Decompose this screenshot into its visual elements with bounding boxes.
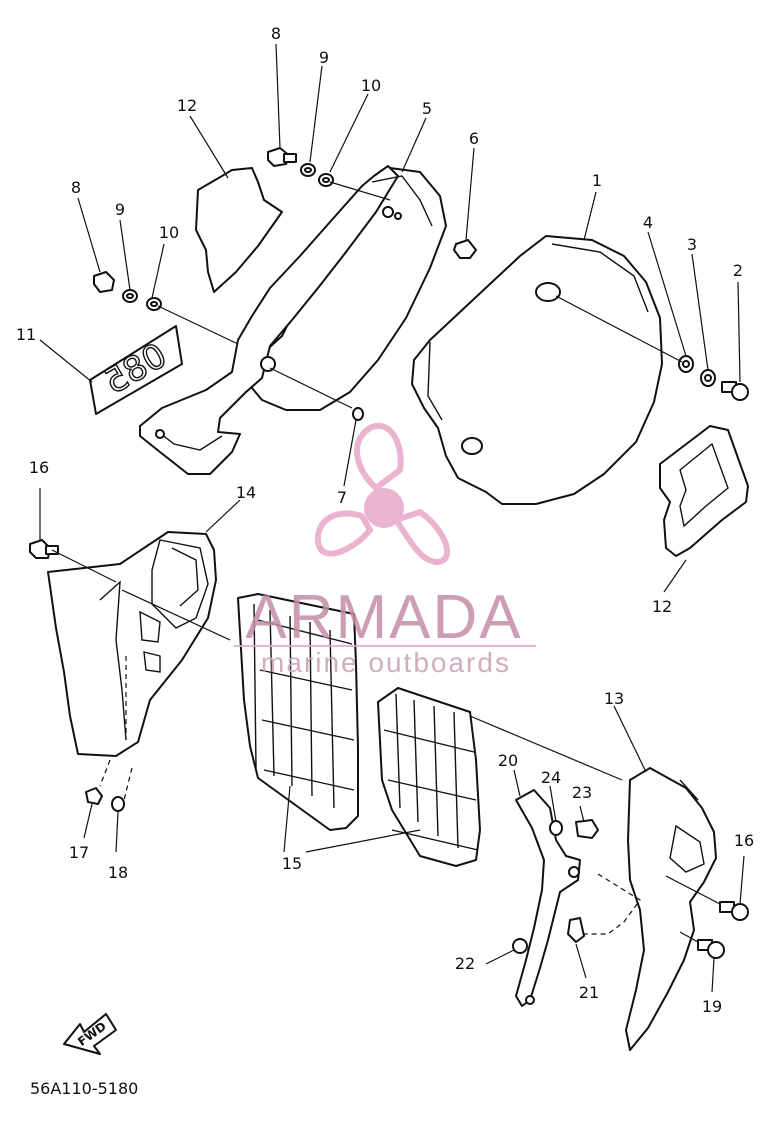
callout-10-upper: 10 — [361, 76, 381, 95]
leader-lines — [39, 43, 745, 993]
callout-6: 6 — [469, 129, 479, 148]
callout-15: 15 — [282, 854, 302, 873]
part-15-radiator-grille-b — [377, 687, 481, 867]
callout-23: 23 — [572, 783, 592, 802]
callout-9-lower: 9 — [115, 200, 125, 219]
callout-16-left: 16 — [29, 458, 49, 477]
callout-21: 21 — [579, 983, 599, 1002]
part-12-pad-upper — [195, 167, 283, 293]
callout-14: 14 — [236, 483, 256, 502]
hardware-parts — [29, 147, 749, 959]
part-15-radiator-grille-a — [237, 593, 359, 831]
callout-18: 18 — [108, 863, 128, 882]
part-13-radiator-louver-right — [625, 767, 717, 1051]
callout-5: 5 — [422, 99, 432, 118]
callout-labels: 1 2 3 4 5 6 7 8 8 9 9 10 10 11 12 12 13 … — [16, 24, 754, 1016]
callout-12-right: 12 — [652, 597, 672, 616]
callout-22: 22 — [455, 954, 475, 973]
callout-8-lower: 8 — [71, 178, 81, 197]
callout-20: 20 — [498, 751, 518, 770]
callout-3: 3 — [687, 235, 697, 254]
callout-4: 4 — [643, 213, 653, 232]
diagram-code: 56A110-5180 — [30, 1079, 138, 1098]
callout-12-upper: 12 — [177, 96, 197, 115]
callout-11: 11 — [16, 325, 36, 344]
callout-16-right: 16 — [734, 831, 754, 850]
callout-13: 13 — [604, 689, 624, 708]
part-12-frame-right — [659, 425, 749, 557]
callout-17: 17 — [69, 843, 89, 862]
part-20-bracket — [515, 789, 581, 1007]
part-11-emblem: 085 — [89, 325, 183, 415]
watermark-logo: ARMADA marine outboards — [234, 422, 536, 678]
watermark-tagline: marine outboards — [261, 647, 511, 678]
callout-2: 2 — [733, 261, 743, 280]
callout-9-upper: 9 — [319, 48, 329, 67]
part-1-side-cover-right — [411, 235, 663, 505]
callout-7: 7 — [337, 488, 347, 507]
part-5-side-cover-bracket — [139, 165, 447, 475]
part-14-radiator-louver-left — [47, 531, 217, 757]
callout-8-upper: 8 — [271, 24, 281, 43]
propeller-icon — [314, 422, 450, 565]
fwd-arrow: FWD — [63, 1013, 117, 1055]
callout-19: 19 — [702, 997, 722, 1016]
propeller-hub — [364, 488, 404, 528]
callout-24: 24 — [541, 768, 561, 787]
watermark-brand: ARMADA — [245, 583, 522, 652]
callout-10-lower: 10 — [159, 223, 179, 242]
callout-1: 1 — [592, 171, 602, 190]
